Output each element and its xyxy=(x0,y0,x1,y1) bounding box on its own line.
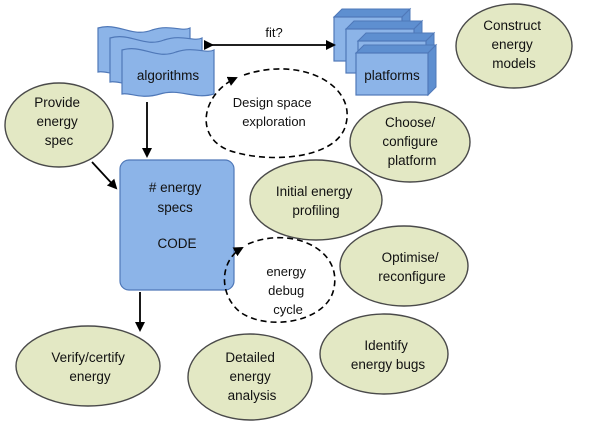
ellipse-optimise-reconfigure: Optimise/ reconfigure xyxy=(339,225,469,307)
svg-text:Initial energy profiling: Initial energy profiling xyxy=(276,184,356,218)
ellipse-verify-certify-energy: Verify/certify energy xyxy=(15,325,161,407)
ellipse-construct-energy-models: Construct energy models xyxy=(455,3,573,89)
svg-text:Optimise/ reconfigure: Optimise/ reconfigure xyxy=(378,250,446,284)
algorithms-shape xyxy=(121,48,215,97)
design-space-cycle-loop xyxy=(205,68,348,159)
algorithms-label: algorithms xyxy=(137,68,200,83)
platform-box xyxy=(354,43,438,97)
svg-text:Construct energy m: Construct energy models xyxy=(483,18,545,71)
energy-debug-cycle-loop xyxy=(223,236,336,324)
svg-text:Provide energy spe: Provide energy spec xyxy=(34,95,84,148)
ellipse-choose-configure-platform: Choose/ configure platform xyxy=(349,101,471,183)
svg-text:Identify energy bugs: Identify energy bugs xyxy=(351,338,426,372)
ellipse-provide-energy-spec: Provide energy spec xyxy=(4,82,114,168)
svg-text:Choose/ configure: Choose/ configure platform xyxy=(382,115,441,168)
svg-text:Detailed energy an: Detailed energy analysis xyxy=(225,350,278,403)
ellipse-initial-energy-profiling: Initial energy profiling xyxy=(249,159,383,241)
platforms-stack: platforms xyxy=(332,7,438,97)
fit-label: fit? xyxy=(265,25,282,40)
code-box-text: # energy specs CODE xyxy=(149,180,205,251)
design-space-cycle-text: Design space exploration xyxy=(233,95,315,129)
svg-text:Verify/certify energy: Verify/certify energy xyxy=(51,350,128,384)
platforms-label: platforms xyxy=(364,68,420,83)
ellipse-identify-energy-bugs: Identify energy bugs xyxy=(319,313,449,395)
ellipse-detailed-energy-analysis: Detailed energy analysis xyxy=(187,333,313,421)
spec-to-code-arrow xyxy=(91,161,118,190)
code-box xyxy=(119,159,235,291)
energy-debug-cycle-text: energy debug cycle xyxy=(266,264,309,317)
algorithms-stack: algorithms xyxy=(97,26,215,97)
